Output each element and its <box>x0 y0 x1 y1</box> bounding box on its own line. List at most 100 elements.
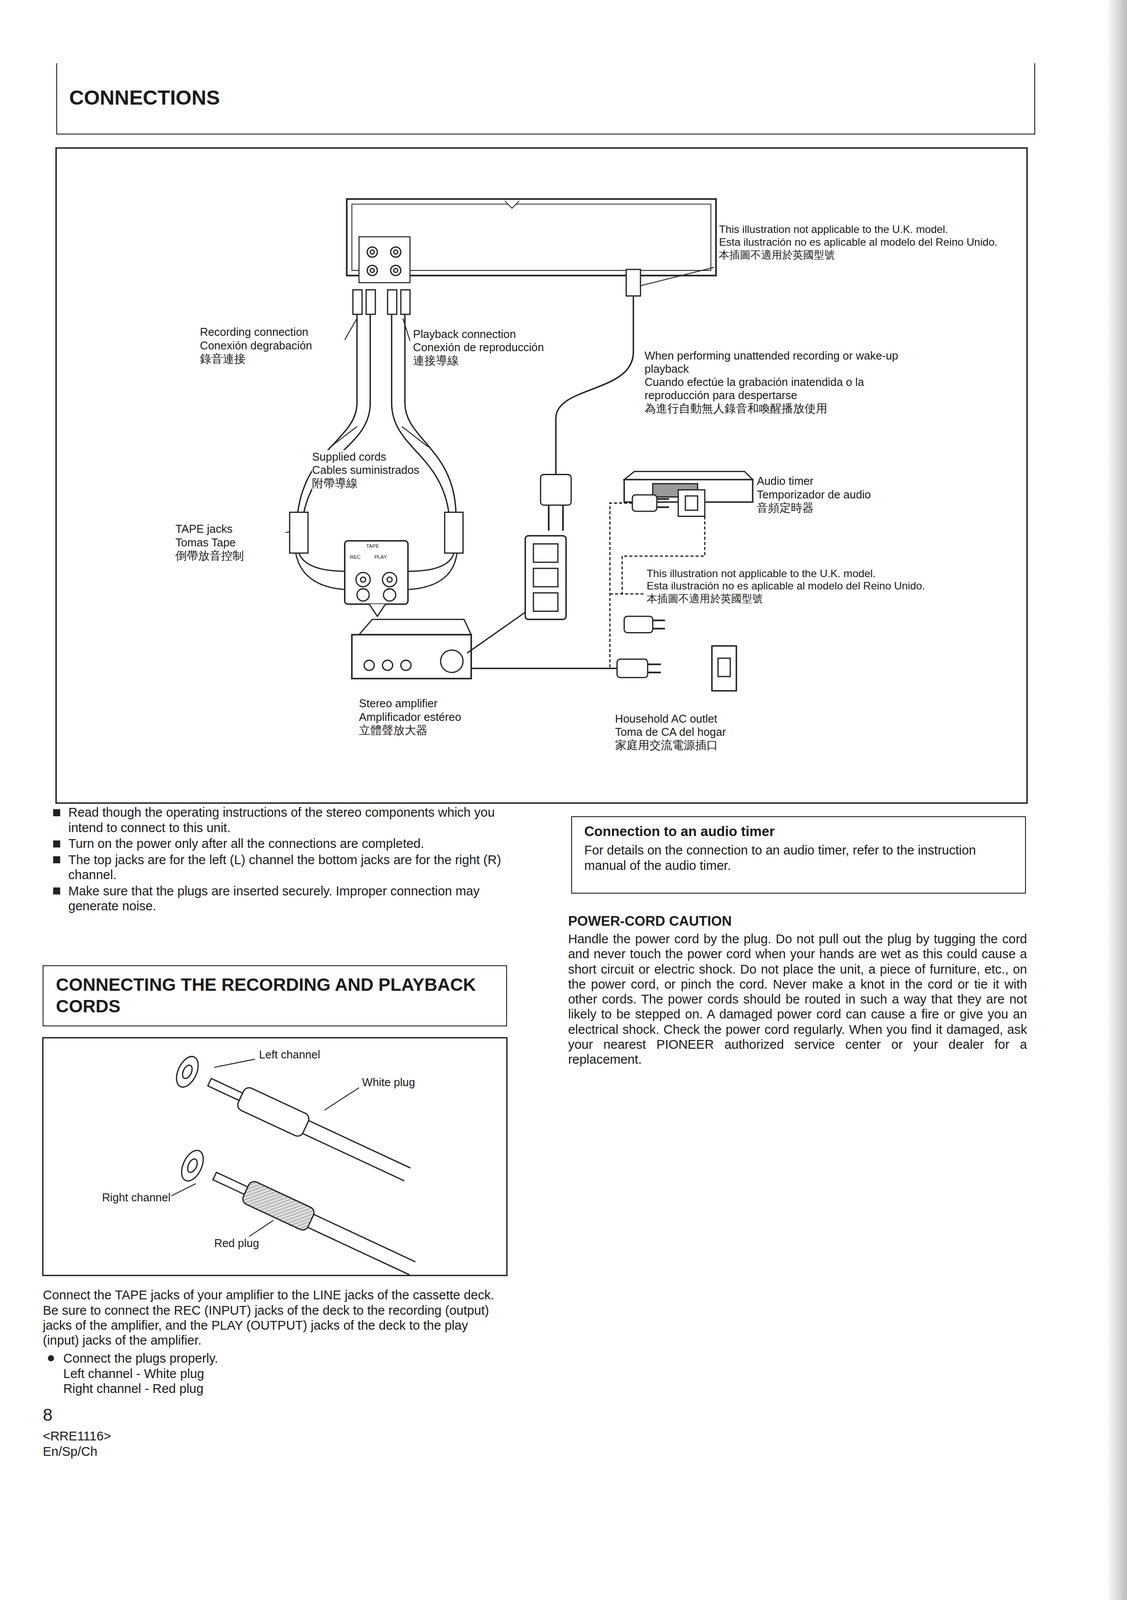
stereo-amplifier <box>400 659 411 671</box>
body-paragraph: Handle the power cord by the plug. Do no… <box>568 931 1028 1067</box>
bullet-note: The top jacks are for the left (L) chann… <box>68 851 510 882</box>
cassette-deck <box>367 246 378 258</box>
cord-illustration <box>240 1179 316 1232</box>
amplifier-power-cord <box>652 619 666 629</box>
cord-illustration <box>172 1052 415 1189</box>
cord-illustration <box>185 1156 200 1174</box>
power-cord <box>626 269 641 296</box>
amplifier-power-cord <box>471 667 617 669</box>
part-label: Red plug <box>213 1235 259 1250</box>
part-label: TAPE jacks <box>175 521 233 536</box>
stereo-amplifier <box>351 619 472 679</box>
stereo-amplifier <box>364 659 375 671</box>
part-label: 連接導線 <box>413 353 459 367</box>
part-label: Conexión degrabación <box>199 338 312 352</box>
leader-line <box>330 426 357 447</box>
part-label: Cables suministrados <box>311 463 420 477</box>
cord-illustration <box>302 1119 411 1181</box>
tape-jack-panel <box>382 572 397 587</box>
cord-illustration <box>180 1063 195 1080</box>
cord-illustration <box>42 1037 507 1283</box>
cord-illustration <box>207 1077 243 1100</box>
rca-plugs <box>400 289 410 315</box>
amplifier-ac-outlet <box>525 535 566 620</box>
page-footer: 8 <box>42 1403 53 1425</box>
leader-line <box>344 318 358 340</box>
power-cord <box>555 295 634 475</box>
cassette-deck <box>393 268 398 273</box>
cassette-deck <box>346 199 716 283</box>
part-label: Connect the plugs properly. <box>63 1350 502 1366</box>
amplifier-ac-outlet <box>467 535 566 653</box>
part-label: PLAY <box>374 553 388 560</box>
household-ac-outlet <box>717 657 731 677</box>
power-cord <box>540 474 572 506</box>
part-label: Audio timer <box>756 474 814 488</box>
box-heading: CONNECTING THE RECORDING AND PLAYBACK CO… <box>55 973 494 1017</box>
part-label: When performing unattended recording or … <box>644 348 915 376</box>
part-label: Cuando efectúe la grabación inatendida o… <box>644 375 915 402</box>
part-label: 錄音連接 <box>199 351 246 366</box>
bullet-square <box>53 840 61 848</box>
audio-timer <box>685 495 698 510</box>
cassette-deck <box>390 265 401 276</box>
rca-plugs <box>352 289 363 315</box>
amplifier-power-cord <box>609 593 645 595</box>
diagram-frame <box>56 148 1028 803</box>
part-label: 為進行自動無人錄音和喚醒播放使用 <box>644 401 828 415</box>
audio-timer <box>632 494 657 511</box>
cord-illustration <box>177 1146 208 1184</box>
amplifier-ac-outlet <box>467 612 526 653</box>
part-label: Amplificador estéreo <box>358 710 462 724</box>
cord-illustration <box>172 1052 203 1091</box>
cord-illustration <box>324 1087 359 1110</box>
leader-line <box>402 318 410 341</box>
part-label: REC <box>349 553 361 560</box>
page-header-box: CONNECTIONS <box>56 63 1036 135</box>
stereo-amplifier <box>351 634 472 679</box>
part-label: Household AC outlet <box>615 711 718 725</box>
tape-plugs <box>444 511 464 553</box>
bullet-dot <box>47 1354 55 1361</box>
amplifier-power-cord <box>471 593 665 678</box>
part-label: White plug <box>362 1075 416 1089</box>
audio-timer <box>678 489 705 516</box>
part-label: Right channel - Red plug <box>63 1380 502 1396</box>
rca-plugs <box>352 289 410 315</box>
part-label: Recording connection <box>199 325 309 339</box>
supplied-cords <box>304 314 371 512</box>
part-label: Toma de CA del hogar <box>615 724 726 739</box>
bullet-note: Read though the operating instructions o… <box>68 804 510 835</box>
tape-plugs <box>289 511 309 553</box>
part-label: Esta ilustración no es aplicable al mode… <box>646 579 926 593</box>
section-heading: POWER-CORD CAUTION <box>568 913 1028 930</box>
cassette-deck <box>393 250 398 254</box>
bullet-square <box>53 855 61 863</box>
page-footer: <RRE1116> <box>42 1427 247 1443</box>
cassette-deck <box>504 200 519 208</box>
power-cord <box>548 504 563 531</box>
part-label: This illustration not applicable to the … <box>718 223 948 236</box>
tape-jack-panel <box>369 603 386 617</box>
amplifier-ac-outlet <box>533 592 559 612</box>
cassette-deck <box>370 250 375 254</box>
stereo-amplifier <box>382 659 393 671</box>
stereo-amplifier <box>358 619 472 635</box>
body-paragraph: Connect the TAPE jacks of your amplifier… <box>42 1286 507 1348</box>
part-label: Conexión de reproducción <box>413 340 544 354</box>
part-label: Temporizador de audio <box>756 487 871 501</box>
part-label: 家庭用交流電源插口 <box>615 738 718 752</box>
cassette-deck <box>370 268 375 273</box>
part-label: 音頻定時器 <box>756 500 814 515</box>
page-footer: En/Sp/Ch <box>42 1443 247 1459</box>
tape-jack-panel <box>360 576 367 583</box>
scan-edge <box>1106 0 1127 1600</box>
part-label: Esta ilustración no es aplicable al mode… <box>718 235 998 249</box>
bullet-note: Make sure that the plugs are inserted se… <box>68 883 510 914</box>
amplifier-power-cord <box>647 663 661 673</box>
part-label: Playback connection <box>413 327 516 341</box>
bullet-square <box>53 887 61 895</box>
part-label: 本插圖不適用於英國型號 <box>646 592 763 606</box>
cord-illustration <box>213 1058 255 1068</box>
audio-timer <box>656 498 670 508</box>
